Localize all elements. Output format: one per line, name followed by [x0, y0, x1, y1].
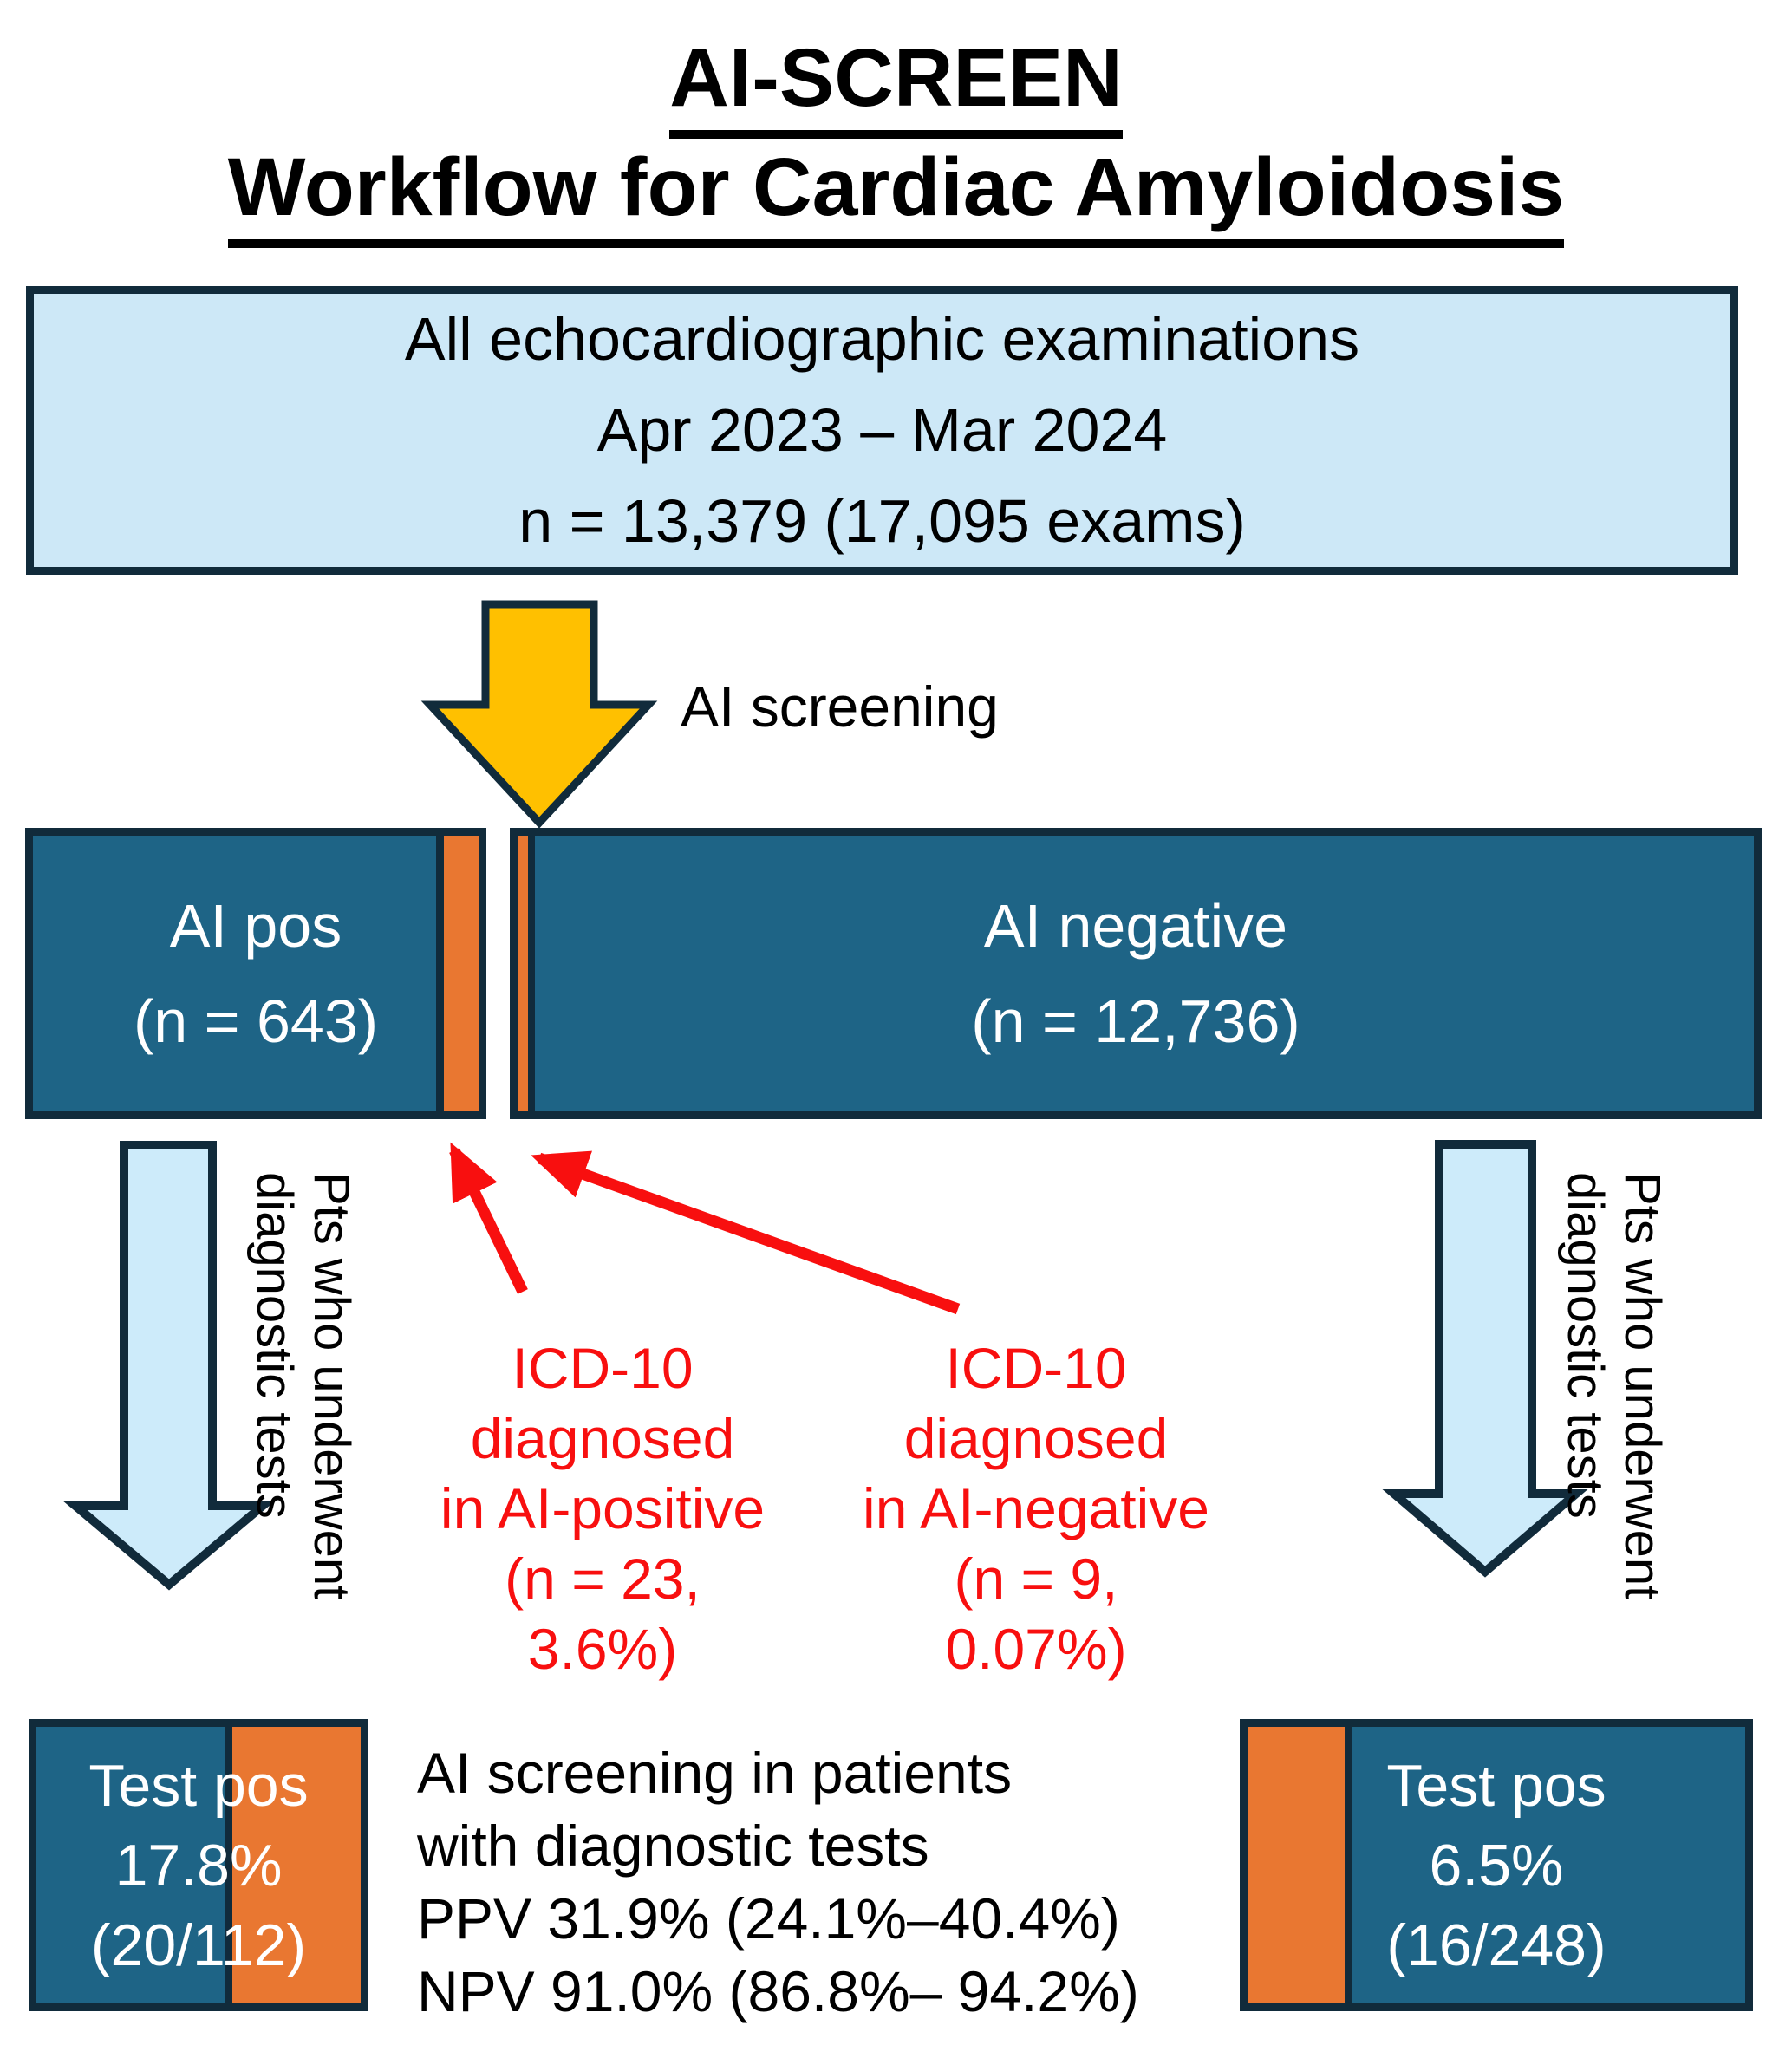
test-pos-right-box: Test pos 6.5% (16/248) [1240, 1719, 1753, 2011]
test-pos-left-line3: (20/112) [90, 1911, 307, 1978]
summary-line2: with diagnostic tests [417, 1814, 929, 1878]
summary-line3: PPV 31.9% (24.1%–40.4%) [417, 1886, 1120, 1951]
ai-negative-line2: (n = 12,736) [971, 987, 1300, 1055]
test-pos-left-orange-segment [225, 1727, 361, 2003]
all-exams-box: All echocardiographic examinations Apr 2… [26, 286, 1738, 575]
all-exams-line2: Apr 2023 – Mar 2024 [596, 396, 1168, 464]
icd-neg-note: ICD-10 diagnosed in AI-negative (n = 9, … [811, 1333, 1261, 1684]
ai-pos-icd-strip [436, 836, 479, 1111]
summary-line1: AI screening in patients [417, 1741, 1013, 1805]
icd-pos-note: ICD-10 diagnosed in AI-positive (n = 23,… [377, 1333, 828, 1684]
icd-neg-pointer-arrow-icon [531, 1150, 961, 1315]
icd-pos-line4: (n = 23, [505, 1547, 701, 1611]
test-pos-right-line2: 6.5% [1429, 1832, 1564, 1898]
left-diagnostic-label: Pts who underwent diagnostic tests [245, 1172, 360, 1599]
all-exams-line3: n = 13,379 (17,095 exams) [518, 487, 1246, 555]
ai-negative-label: AI negative (n = 12,736) [518, 836, 1754, 1111]
ai-pos-box: AI pos (n = 643) [25, 828, 486, 1119]
summary-line4: NPV 91.0% (86.8%– 94.2%) [417, 1959, 1139, 2023]
test-pos-right-orange-segment [1248, 1727, 1352, 2003]
icd-neg-line5: 0.07%) [945, 1617, 1127, 1681]
test-pos-right-line1: Test pos [1386, 1752, 1606, 1819]
right-diagnostic-arrow-icon [1382, 1140, 1588, 1578]
ai-pos-label: AI pos (n = 643) [33, 836, 479, 1111]
icd-neg-line2: diagnosed [903, 1406, 1169, 1470]
icd-neg-line3: in AI-negative [863, 1476, 1209, 1540]
test-pos-left-label: Test pos 17.8% (20/112) [36, 1727, 361, 2003]
summary-text: AI screening in patients with diagnostic… [417, 1736, 1232, 2028]
test-pos-right-line3: (16/248) [1386, 1911, 1606, 1978]
test-pos-left-line2: 17.8% [114, 1832, 283, 1898]
right-diagnostic-label: Pts who underwent diagnostic tests [1556, 1172, 1671, 1599]
ai-negative-box: AI negative (n = 12,736) [510, 828, 1762, 1119]
all-exams-line1: All echocardiographic examinations [404, 305, 1360, 373]
left-diagnostic-label-line1: Pts who underwent [303, 1172, 360, 1600]
icd-pos-line3: in AI-positive [440, 1476, 766, 1540]
icd-pos-pointer-arrow-icon [449, 1142, 528, 1294]
ai-screening-arrow-icon [420, 600, 658, 829]
left-diagnostic-arrow-icon [63, 1141, 275, 1591]
page-title-line1: AI-SCREEN [669, 29, 1123, 139]
icd-pos-line5: 3.6%) [527, 1617, 678, 1681]
ai-screening-label: AI screening [681, 674, 999, 739]
test-pos-left-line1: Test pos [88, 1752, 309, 1819]
page-title-line2: Workflow for Cardiac Amyloidosis [227, 139, 1565, 248]
test-pos-left-box: Test pos 17.8% (20/112) [29, 1719, 368, 2011]
icd-pos-line1: ICD-10 [512, 1336, 694, 1400]
ai-neg-icd-strip [518, 836, 535, 1111]
ai-pos-line2: (n = 643) [133, 987, 379, 1055]
right-diagnostic-label-line2: diagnostic tests [1557, 1172, 1613, 1519]
icd-pos-line2: diagnosed [470, 1406, 735, 1470]
ai-negative-line1: AI negative [983, 892, 1288, 960]
left-diagnostic-label-line2: diagnostic tests [246, 1172, 303, 1519]
icd-neg-line1: ICD-10 [945, 1336, 1127, 1400]
icd-neg-line4: (n = 9, [954, 1547, 1118, 1611]
test-pos-right-label: Test pos 6.5% (16/248) [1248, 1727, 1745, 2003]
page-title: AI-SCREEN Workflow for Cardiac Amyloidos… [0, 29, 1792, 248]
ai-pos-line1: AI pos [169, 892, 342, 960]
right-diagnostic-label-line1: Pts who underwent [1614, 1172, 1671, 1600]
